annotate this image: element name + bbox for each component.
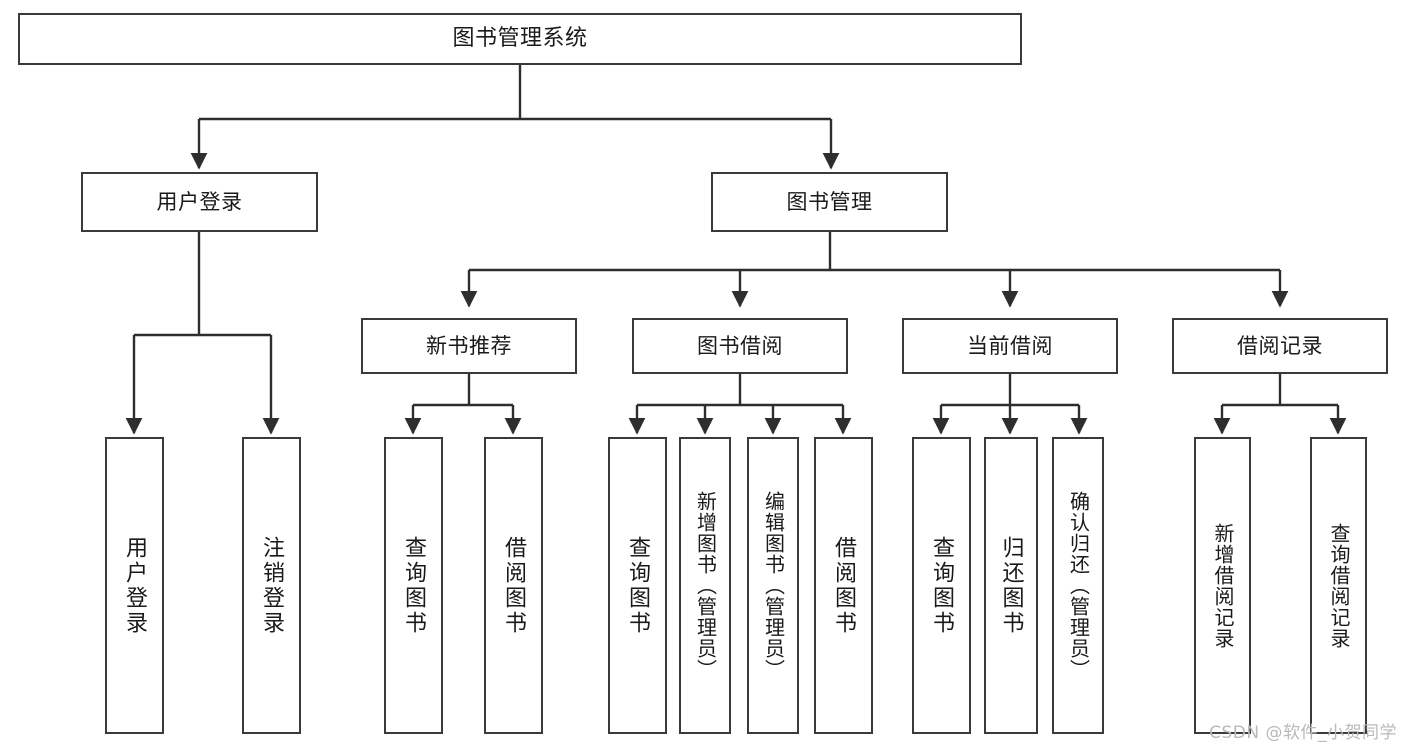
leaf-user-login-label: 用户登录 bbox=[122, 535, 148, 636]
leaf-record-add-record-label: 新增借阅记录 bbox=[1211, 522, 1235, 649]
node-user-login-label: 用户登录 bbox=[156, 189, 243, 214]
node-root-label: 图书管理系统 bbox=[452, 26, 588, 52]
leaf-current-query-book-label: 查询图书 bbox=[929, 535, 955, 636]
node-new-book-recommend[interactable]: 新书推荐 bbox=[361, 318, 577, 374]
csdn-watermark: CSDN @软件_小贺同学 bbox=[1209, 723, 1397, 743]
leaf-current-confirm-return-label: 确认归还（管理员） bbox=[1066, 491, 1091, 680]
leaf-borrow-borrow-book-label: 借阅图书 bbox=[831, 535, 857, 636]
node-borrow-record[interactable]: 借阅记录 bbox=[1172, 318, 1388, 374]
node-book-borrow[interactable]: 图书借阅 bbox=[632, 318, 848, 374]
leaf-borrow-query-book-label: 查询图书 bbox=[625, 535, 651, 636]
leaf-user-logout[interactable]: 注销登录 bbox=[242, 437, 301, 734]
node-book-management[interactable]: 图书管理 bbox=[711, 172, 948, 232]
leaf-newbook-query-book-label: 查询图书 bbox=[401, 535, 427, 636]
leaf-record-add-record[interactable]: 新增借阅记录 bbox=[1194, 437, 1251, 734]
leaf-borrow-add-book[interactable]: 新增图书（管理员） bbox=[679, 437, 731, 734]
leaf-newbook-borrow-book[interactable]: 借阅图书 bbox=[484, 437, 543, 734]
leaf-record-query-record[interactable]: 查询借阅记录 bbox=[1310, 437, 1367, 734]
leaf-user-logout-label: 注销登录 bbox=[259, 535, 285, 636]
leaf-current-confirm-return[interactable]: 确认归还（管理员） bbox=[1052, 437, 1104, 734]
leaf-borrow-add-book-label: 新增图书（管理员） bbox=[693, 491, 718, 680]
node-root[interactable]: 图书管理系统 bbox=[18, 13, 1022, 65]
leaf-borrow-query-book[interactable]: 查询图书 bbox=[608, 437, 667, 734]
node-user-login[interactable]: 用户登录 bbox=[81, 172, 318, 232]
node-current-borrow[interactable]: 当前借阅 bbox=[902, 318, 1118, 374]
leaf-borrow-edit-book-label: 编辑图书（管理员） bbox=[761, 491, 786, 680]
leaf-borrow-edit-book[interactable]: 编辑图书（管理员） bbox=[747, 437, 799, 734]
leaf-borrow-borrow-book[interactable]: 借阅图书 bbox=[814, 437, 873, 734]
leaf-user-login[interactable]: 用户登录 bbox=[105, 437, 164, 734]
leaf-current-query-book[interactable]: 查询图书 bbox=[912, 437, 971, 734]
node-current-borrow-label: 当前借阅 bbox=[967, 333, 1053, 358]
leaf-current-return-book-label: 归还图书 bbox=[998, 535, 1024, 636]
node-borrow-record-label: 借阅记录 bbox=[1237, 333, 1323, 358]
node-book-borrow-label: 图书借阅 bbox=[697, 333, 783, 358]
node-book-management-label: 图书管理 bbox=[786, 189, 873, 214]
leaf-record-query-record-label: 查询借阅记录 bbox=[1327, 522, 1351, 649]
leaf-current-return-book[interactable]: 归还图书 bbox=[984, 437, 1038, 734]
node-new-book-recommend-label: 新书推荐 bbox=[426, 333, 512, 358]
leaf-newbook-query-book[interactable]: 查询图书 bbox=[384, 437, 443, 734]
leaf-newbook-borrow-book-label: 借阅图书 bbox=[501, 535, 527, 636]
